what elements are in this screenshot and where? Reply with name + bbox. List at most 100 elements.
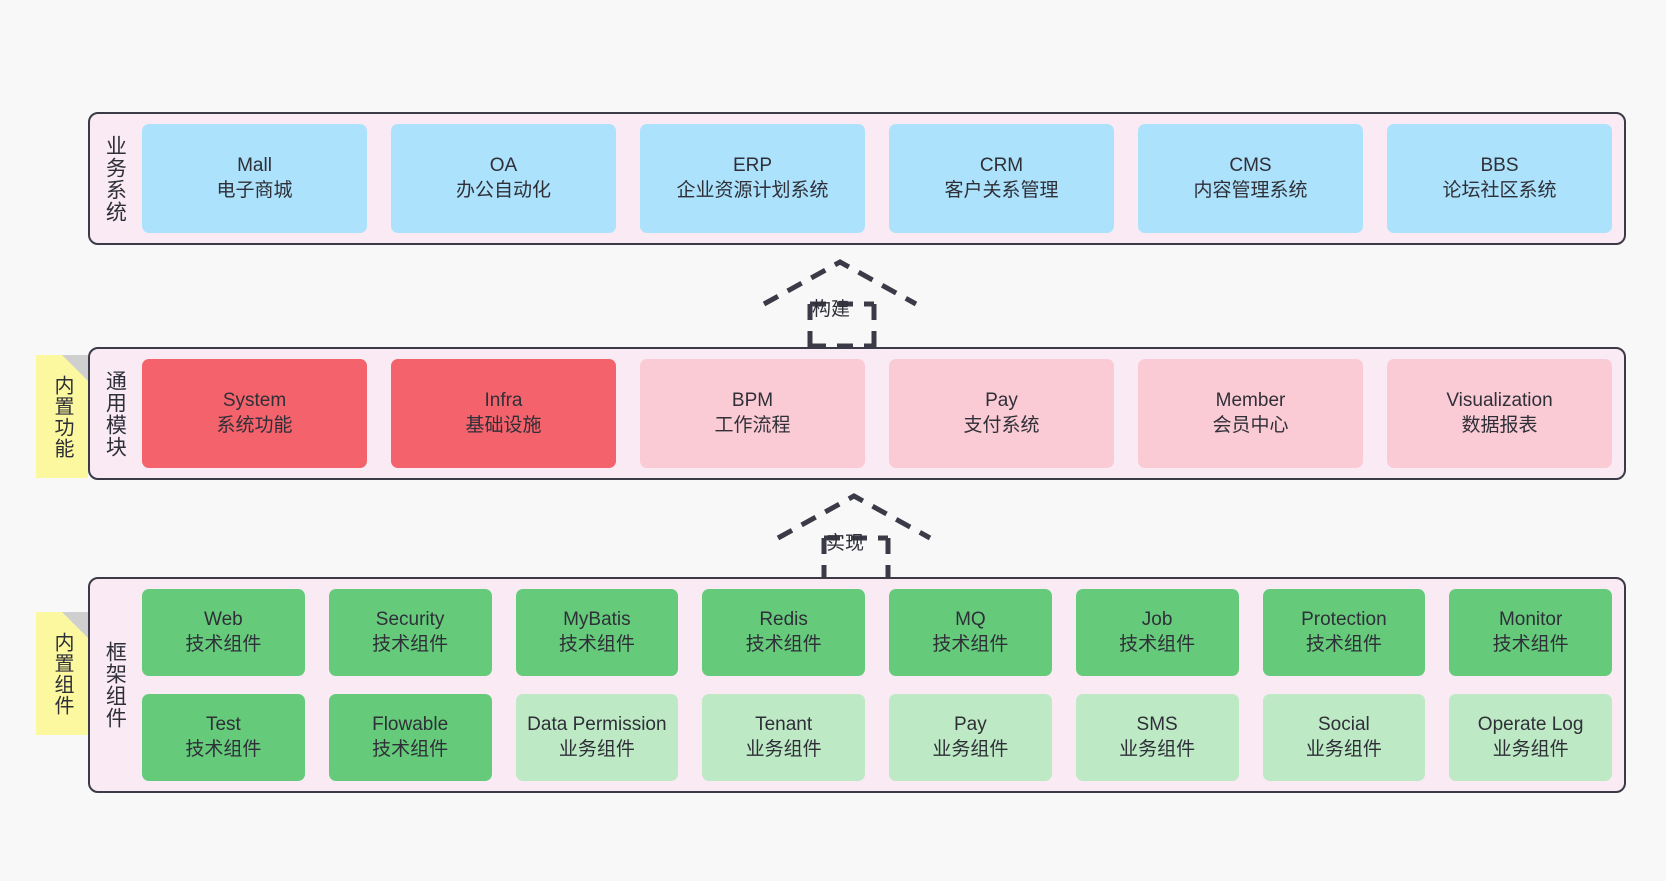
node-test[interactable]: Test 技术组件 [142, 694, 305, 781]
node-title: Flowable [372, 714, 449, 736]
connector-implement-label: 实现 [826, 533, 865, 554]
node-subtitle: 业务组件 [1305, 738, 1382, 760]
node-mq[interactable]: MQ 技术组件 [889, 589, 1052, 676]
connector-build-label: 构建 [812, 299, 851, 320]
node-title: MQ [955, 609, 986, 631]
node-title: Monitor [1498, 609, 1563, 631]
node-title: Member [1215, 390, 1286, 412]
layer-body-framework-components: Web 技术组件 Security 技术组件 MyBatis 技术组件 Redi… [138, 579, 1624, 791]
node-subtitle: 技术组件 [372, 633, 449, 655]
layer-title-common-module: 通用模块 [103, 369, 127, 458]
node-bbs[interactable]: BBS 论坛社区系统 [1387, 124, 1612, 233]
node-title: MyBatis [563, 609, 631, 631]
node-subtitle: 业务组件 [558, 738, 635, 760]
node-bpm[interactable]: BPM 工作流程 [640, 359, 865, 468]
node-social[interactable]: Social 业务组件 [1262, 694, 1426, 781]
node-title: Pay [954, 714, 987, 736]
node-subtitle: 内容管理系统 [1193, 179, 1308, 201]
node-mall[interactable]: Mall 电子商城 [142, 124, 367, 233]
node-oa[interactable]: OA 办公自动化 [391, 124, 616, 233]
node-subtitle: 技术组件 [372, 738, 449, 760]
node-operate-log[interactable]: Operate Log 业务组件 [1449, 694, 1612, 781]
node-title: OA [489, 155, 518, 177]
node-erp[interactable]: ERP 企业资源计划系统 [640, 124, 865, 233]
node-subtitle: 客户关系管理 [944, 179, 1059, 201]
node-title: Social [1318, 714, 1370, 736]
note-builtin-components: 内置组件 [36, 612, 88, 735]
node-subtitle: 基础设施 [465, 414, 542, 436]
node-subtitle: 办公自动化 [455, 179, 551, 201]
node-redis[interactable]: Redis 技术组件 [702, 589, 865, 676]
node-visualization[interactable]: Visualization 数据报表 [1387, 359, 1612, 468]
node-protection[interactable]: Protection 技术组件 [1262, 589, 1426, 676]
node-subtitle: 技术组件 [932, 633, 1009, 655]
node-title: Web [204, 609, 243, 631]
connector-implement: 实现 [766, 490, 946, 583]
layer-body-common-module: System 系统功能 Infra 基础设施 BPM 工作流程 Pay 支付系统… [138, 349, 1624, 478]
node-flowable[interactable]: Flowable 技术组件 [328, 694, 492, 781]
note-text: 内置组件 [51, 631, 73, 716]
layer-business-system: 业务系统 Mall 电子商城 OA 办公自动化 ERP 企业资源计划系统 CRM… [88, 112, 1626, 245]
layer-body-business-system: Mall 电子商城 OA 办公自动化 ERP 企业资源计划系统 CRM 客户关系… [138, 114, 1624, 243]
node-subtitle: 技术组件 [558, 633, 635, 655]
node-subtitle: 技术组件 [1119, 633, 1196, 655]
node-subtitle: 系统功能 [216, 414, 293, 436]
note-builtin-features: 内置功能 [36, 355, 88, 478]
node-security[interactable]: Security 技术组件 [328, 589, 492, 676]
node-subtitle: 会员中心 [1212, 414, 1289, 436]
node-cms[interactable]: CMS 内容管理系统 [1138, 124, 1363, 233]
node-web[interactable]: Web 技术组件 [142, 589, 305, 676]
node-title: Security [375, 609, 445, 631]
note-fold-icon [62, 355, 88, 381]
node-title: Data Permission [527, 714, 667, 736]
node-pay[interactable]: Pay 支付系统 [889, 359, 1114, 468]
node-title: CMS [1229, 155, 1272, 177]
node-pay-business[interactable]: Pay 业务组件 [889, 694, 1052, 781]
layer-title-framework-components: 框架组件 [103, 641, 127, 729]
layer-framework-components: 框架组件 Web 技术组件 Security 技术组件 MyBatis 技术组件… [88, 577, 1626, 793]
node-sms[interactable]: SMS 业务组件 [1075, 694, 1239, 781]
node-subtitle: 业务组件 [745, 738, 822, 760]
node-infra[interactable]: Infra 基础设施 [391, 359, 616, 468]
node-title: BBS [1480, 155, 1519, 177]
node-tenant[interactable]: Tenant 业务组件 [702, 694, 865, 781]
node-row: Mall 电子商城 OA 办公自动化 ERP 企业资源计划系统 CRM 客户关系… [142, 124, 1612, 233]
node-subtitle: 技术组件 [185, 738, 262, 760]
node-title: ERP [732, 155, 773, 177]
node-subtitle: 数据报表 [1461, 414, 1538, 436]
node-subtitle: 技术组件 [1305, 633, 1382, 655]
node-mybatis[interactable]: MyBatis 技术组件 [515, 589, 679, 676]
node-subtitle: 业务组件 [932, 738, 1009, 760]
node-title: System [222, 390, 287, 412]
node-subtitle: 技术组件 [185, 633, 262, 655]
node-subtitle: 电子商城 [216, 179, 293, 201]
node-job[interactable]: Job 技术组件 [1075, 589, 1239, 676]
layer-common-module: 通用模块 System 系统功能 Infra 基础设施 BPM 工作流程 Pay… [88, 347, 1626, 480]
node-title: CRM [979, 155, 1024, 177]
node-subtitle: 论坛社区系统 [1442, 179, 1557, 201]
note-fold-icon [62, 612, 88, 638]
node-subtitle: 技术组件 [745, 633, 822, 655]
node-data-permission[interactable]: Data Permission 业务组件 [515, 694, 679, 781]
node-title: Infra [484, 390, 523, 412]
node-row: System 系统功能 Infra 基础设施 BPM 工作流程 Pay 支付系统… [142, 359, 1612, 468]
node-title: Redis [759, 609, 808, 631]
note-text: 内置功能 [51, 374, 73, 459]
node-title: Test [205, 714, 241, 736]
node-title: Tenant [755, 714, 813, 736]
node-title: Pay [985, 390, 1018, 412]
node-subtitle: 技术组件 [1492, 633, 1569, 655]
node-row: Test 技术组件 Flowable 技术组件 Data Permission … [142, 694, 1612, 781]
node-subtitle: 支付系统 [963, 414, 1040, 436]
node-subtitle: 业务组件 [1492, 738, 1569, 760]
node-subtitle: 业务组件 [1119, 738, 1196, 760]
node-title: Visualization [1446, 390, 1553, 412]
node-monitor[interactable]: Monitor 技术组件 [1449, 589, 1612, 676]
node-system[interactable]: System 系统功能 [142, 359, 367, 468]
node-title: SMS [1136, 714, 1178, 736]
generalization-arrow-icon [762, 259, 918, 349]
node-member[interactable]: Member 会员中心 [1138, 359, 1363, 468]
node-crm[interactable]: CRM 客户关系管理 [889, 124, 1114, 233]
node-row: Web 技术组件 Security 技术组件 MyBatis 技术组件 Redi… [142, 589, 1612, 676]
